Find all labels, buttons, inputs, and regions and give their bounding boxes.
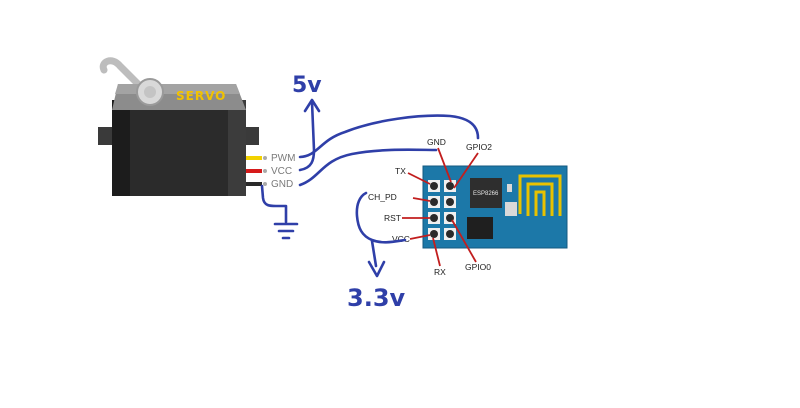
servo-pin-label-gnd: GND <box>271 179 293 190</box>
wire-servo-ground <box>260 184 288 224</box>
servo-body <box>112 100 246 196</box>
pointer-vcc <box>409 234 431 240</box>
esp-pin-header <box>428 180 456 240</box>
esp-pin-label-rst: RST <box>384 213 401 223</box>
hand-drawn-wiring <box>260 98 480 278</box>
esp-antenna-trace <box>518 174 562 216</box>
pointer-gpio0 <box>451 219 477 263</box>
esp-pin-pointers <box>402 147 479 267</box>
pointer-gnd <box>437 147 452 183</box>
wire-5v-supply <box>298 100 316 172</box>
esp-main-chip <box>470 178 502 208</box>
wire-gnd-gnd <box>298 148 438 187</box>
wire-pwm-gpio2 <box>298 114 480 159</box>
esp-pin-label-vcc: VCC <box>392 234 410 244</box>
servo-mount-left <box>98 127 114 145</box>
esp-pin-label-ch-pd: CH_PD <box>368 192 397 202</box>
servo-pin-label-pwm: PWM <box>271 153 295 164</box>
esp-pin-label-rx: RX <box>434 267 446 277</box>
pointer-gpio2 <box>453 152 479 189</box>
ground-symbol <box>273 222 299 240</box>
pointer-rx <box>432 237 441 267</box>
arrow-5v <box>303 98 321 113</box>
label-5v: 5v <box>292 73 322 98</box>
servo-horn <box>99 57 146 92</box>
servo-pin-dot-gnd <box>263 182 267 186</box>
servo-pin-dot-pwm <box>263 156 267 160</box>
esp8266-board: ESP8266 <box>422 165 568 249</box>
esp-pin-label-gpio0: GPIO0 <box>465 262 491 272</box>
esp-pin-label-gpio2: GPIO2 <box>466 142 492 152</box>
arrow-33v <box>367 260 386 278</box>
label-3-3v: 3.3v <box>347 284 406 312</box>
servo-mount-right <box>243 127 259 145</box>
wire-chpd-vcc-33v <box>355 191 407 244</box>
servo-pin-dot-vcc <box>263 169 267 173</box>
servo-label: SERVO <box>176 89 226 103</box>
esp-chip-label: ESP8266 <box>473 191 499 197</box>
servo-pin-label-vcc: VCC <box>271 166 292 177</box>
esp-crystal <box>505 202 517 216</box>
esp-pin-label-gnd: GND <box>427 137 446 147</box>
servo-motor: SERVO PWM VCC GND <box>98 57 295 196</box>
wire-33v-supply <box>370 239 378 268</box>
esp-pin-label-tx: TX <box>395 166 406 176</box>
esp-flash-chip <box>467 217 493 239</box>
pointer-tx <box>407 172 431 185</box>
pointer-ch-pd <box>412 197 431 202</box>
